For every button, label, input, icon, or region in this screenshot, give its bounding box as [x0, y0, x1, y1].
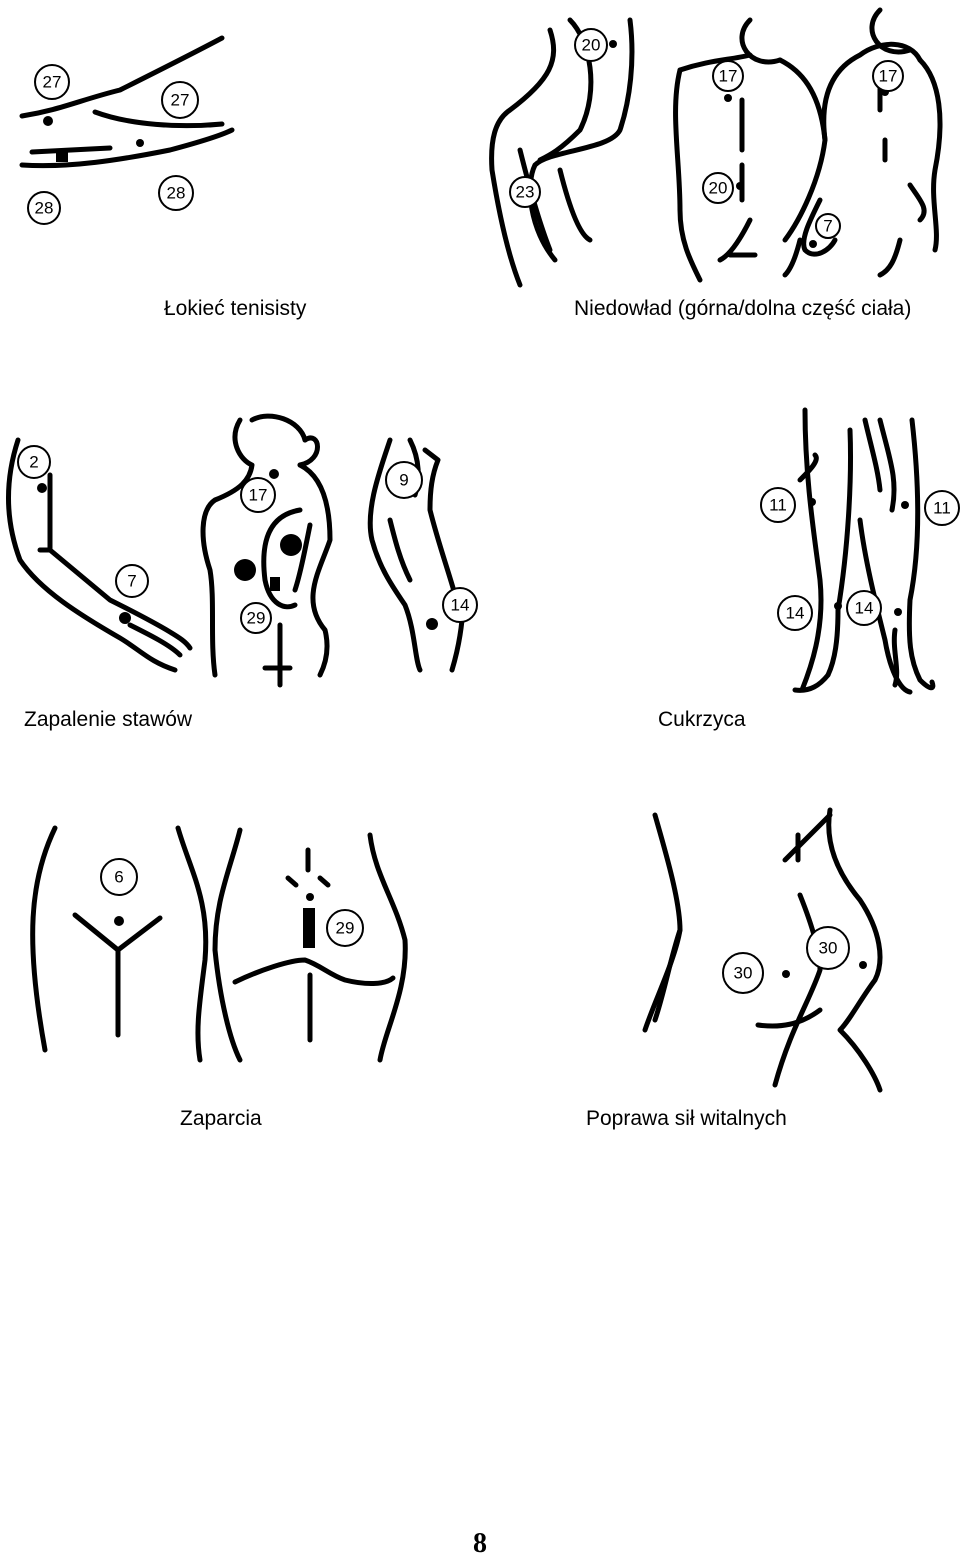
- svg-text:30: 30: [819, 939, 838, 958]
- point-marker: 28: [158, 175, 194, 211]
- point-marker: 29: [240, 602, 272, 634]
- diabetes-illustration: 11 11 14 14: [480, 400, 960, 700]
- caption-constipation: Zaparcia: [180, 1107, 262, 1130]
- point-marker: 29: [326, 909, 364, 947]
- point-marker: 27: [34, 64, 70, 100]
- svg-text:14: 14: [786, 604, 805, 623]
- point-marker: 14: [442, 587, 478, 623]
- caption-vitality: Poprawa sił witalnych: [586, 1107, 787, 1130]
- svg-text:28: 28: [35, 199, 54, 218]
- svg-text:30: 30: [734, 964, 753, 983]
- caption-tennis-elbow: Łokieć tenisisty: [164, 297, 307, 320]
- point-marker: 28: [27, 191, 61, 225]
- svg-text:2: 2: [29, 453, 38, 472]
- arthritis-illustration: 2 17 7 29 9 14: [0, 400, 480, 700]
- point-marker: 30: [722, 952, 764, 994]
- point-marker: 17: [872, 60, 904, 92]
- svg-text:7: 7: [823, 217, 832, 236]
- point-marker: 7: [115, 564, 149, 598]
- svg-text:7: 7: [127, 572, 136, 591]
- svg-text:28: 28: [167, 184, 186, 203]
- point-marker: 9: [385, 461, 423, 499]
- page-number: 8: [473, 1528, 487, 1559]
- svg-text:6: 6: [114, 868, 123, 887]
- svg-text:20: 20: [582, 36, 601, 55]
- caption-arthritis: Zapalenie stawów: [24, 708, 193, 731]
- tennis-elbow-illustration: 27 27 28 28: [0, 0, 480, 300]
- svg-text:29: 29: [336, 919, 355, 938]
- point-marker: 14: [777, 595, 813, 631]
- point-marker: 7: [815, 213, 841, 239]
- svg-text:17: 17: [879, 67, 898, 86]
- svg-text:27: 27: [43, 73, 62, 92]
- caption-diabetes: Cukrzyca: [658, 708, 746, 731]
- constipation-illustration: 6 29: [0, 800, 480, 1100]
- svg-text:23: 23: [516, 183, 535, 202]
- point-marker: 14: [846, 590, 882, 626]
- svg-text:11: 11: [769, 496, 787, 515]
- svg-text:11: 11: [933, 499, 951, 518]
- point-marker: 20: [574, 28, 608, 62]
- point-marker: 11: [924, 490, 960, 526]
- point-marker: 17: [240, 477, 276, 513]
- svg-text:17: 17: [719, 67, 738, 86]
- vitality-illustration: 30 30: [480, 800, 960, 1100]
- point-marker: 27: [161, 81, 199, 119]
- svg-text:29: 29: [247, 609, 266, 628]
- point-marker: 6: [100, 858, 138, 896]
- point-marker: 17: [712, 60, 744, 92]
- paresis-illustration: 20 17 17 23 20 7: [480, 0, 960, 300]
- caption-paresis: Niedowład (górna/dolna część ciała): [574, 297, 912, 320]
- point-marker: 2: [17, 445, 51, 479]
- point-marker: 11: [760, 487, 796, 523]
- point-marker: 30: [806, 926, 850, 970]
- svg-text:27: 27: [171, 91, 190, 110]
- svg-text:17: 17: [249, 486, 268, 505]
- svg-text:14: 14: [855, 599, 874, 618]
- svg-text:20: 20: [709, 179, 728, 198]
- point-marker: 20: [702, 172, 734, 204]
- svg-text:9: 9: [399, 471, 408, 490]
- svg-text:14: 14: [451, 596, 470, 615]
- point-marker: 23: [509, 176, 541, 208]
